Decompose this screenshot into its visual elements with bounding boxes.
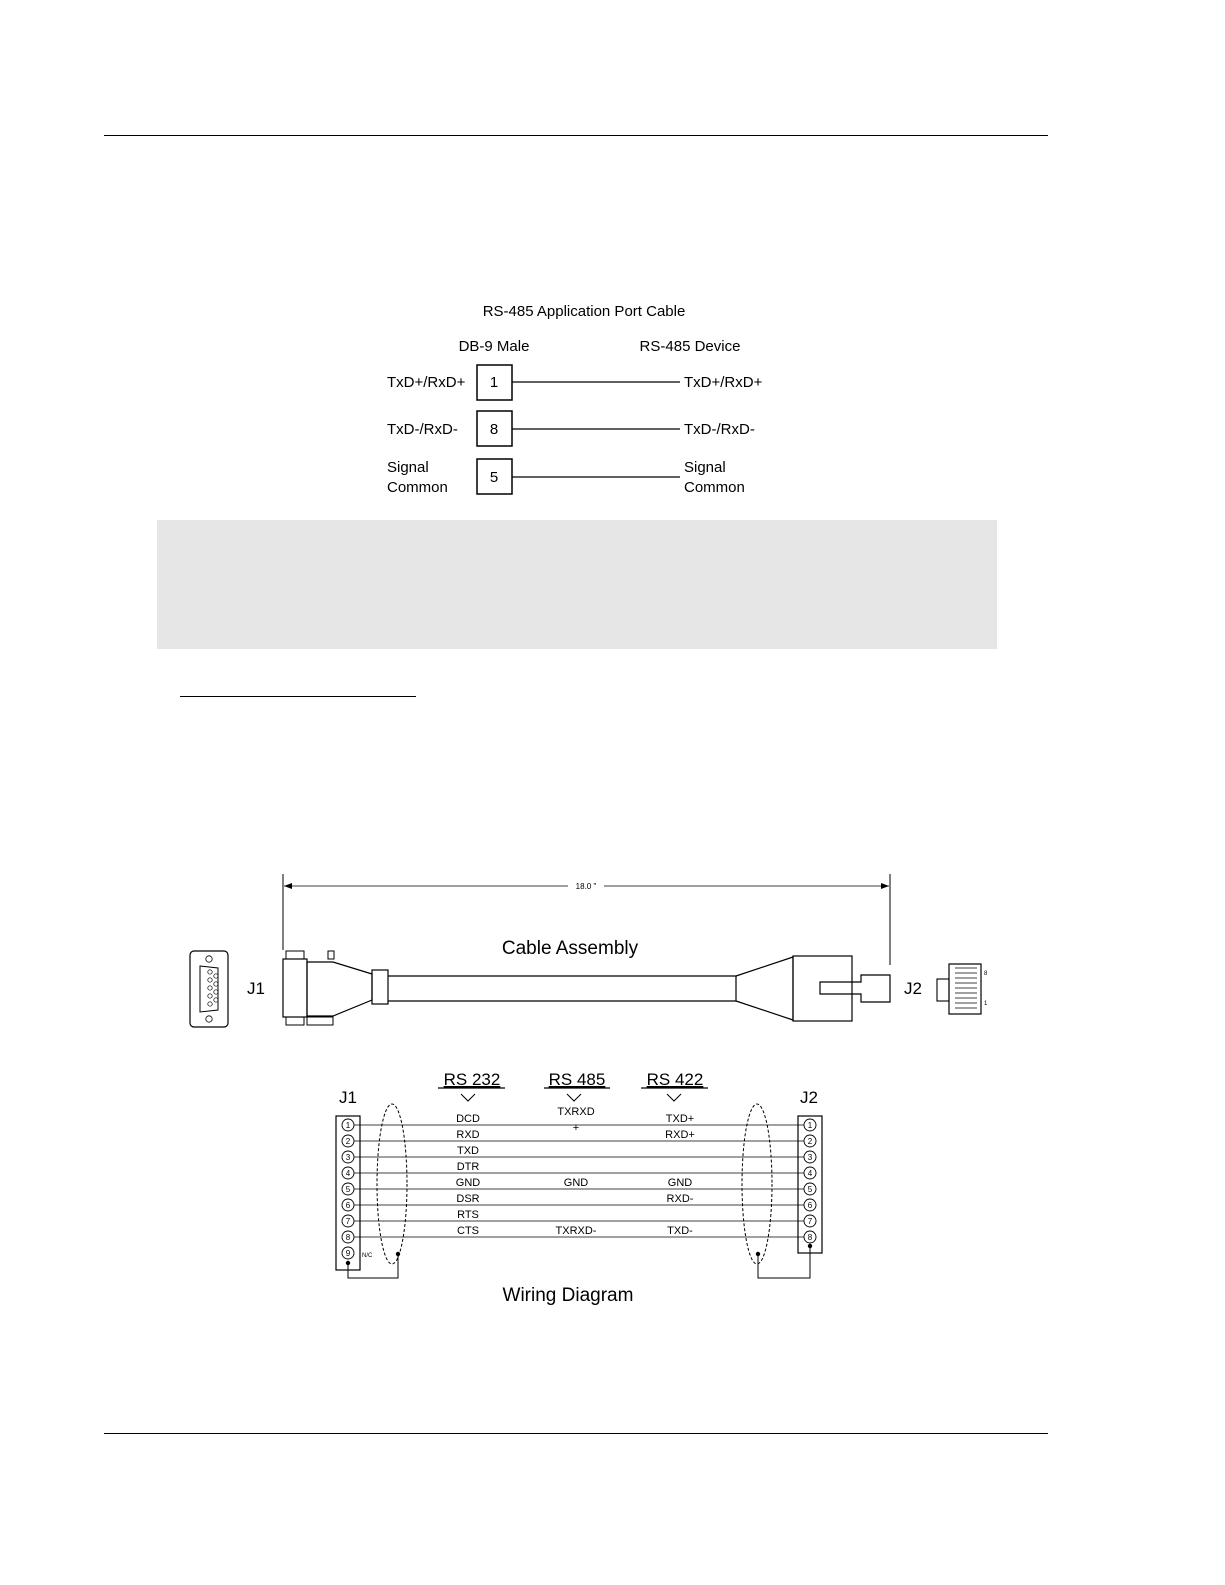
- j1-pin-number: 1: [346, 1121, 351, 1130]
- right-signal-txd-minus: TxD-/RxD-: [684, 421, 755, 438]
- j1-shield-ellipse: [376, 1103, 408, 1265]
- wiring-pins: 1 2 3 4 5 6 7 8 9 1 2 3 4 5 6 7 8 DCD TXRXD + TXD+ RXD RXD+ TXD…: [341, 1106, 817, 1260]
- j1-drain-node: [345, 1260, 351, 1266]
- rs232-signal-label: CTS: [457, 1225, 479, 1237]
- j1-pin-number: 3: [346, 1153, 351, 1162]
- j1-pin-number: 7: [346, 1217, 351, 1226]
- left-signal-txd-plus: TxD+/RxD+: [387, 374, 466, 391]
- pin-number-8: 8: [490, 421, 498, 438]
- j1-pin-number: 9: [346, 1249, 351, 1258]
- j2-pin-number: 6: [808, 1201, 813, 1210]
- left-signal-txd-minus: TxD-/RxD-: [387, 421, 458, 438]
- header-rs422-caret-icon: [666, 1093, 682, 1102]
- header-rs232-caret-icon: [460, 1093, 476, 1102]
- section-heading-underline: [180, 696, 416, 697]
- rs422-signal-label: GND: [668, 1177, 693, 1189]
- rs422-signal-label: TXD-: [667, 1225, 693, 1237]
- rs232-signal-label: GND: [456, 1177, 481, 1189]
- dimension-arrow-right-icon: [881, 883, 889, 889]
- rs232-signal-label: DSR: [456, 1193, 479, 1205]
- rs232-signal-label: DTR: [457, 1161, 480, 1173]
- j1-pin-number: 5: [346, 1185, 351, 1194]
- j2-pin-number: 3: [808, 1153, 813, 1162]
- j1-pin-circle: [341, 1246, 355, 1260]
- wiring-diagram: J1 J2 RS 232 RS 485 RS 422 1 2 3 4 5 6 7 8 9 1 2 3 4…: [335, 1070, 823, 1306]
- rs485-device-header: RS-485 Device: [640, 338, 741, 355]
- pin-number-1: 1: [490, 374, 498, 391]
- j1-pin-number: 6: [346, 1201, 351, 1210]
- wiring-j2-label: J2: [800, 1088, 818, 1107]
- j1-drain-wire: [347, 1254, 399, 1279]
- j2-pin-number: 4: [808, 1169, 813, 1178]
- j2-shield-ellipse: [741, 1103, 773, 1265]
- cable-j1-label: J1: [247, 979, 265, 998]
- j1-pin-number: 2: [346, 1137, 351, 1146]
- cable-assembly-drawing: 18.0 " Cable Assembly J1: [189, 874, 988, 1028]
- j1-pin-number: 8: [346, 1233, 351, 1242]
- wiring-j1-label: J1: [339, 1088, 357, 1107]
- right-signal-common-l2: Common: [684, 479, 745, 496]
- right-signal-txd-plus: TxD+/RxD+: [684, 374, 763, 391]
- j2-pin-number: 8: [808, 1233, 813, 1242]
- rs485-signal-label: GND: [564, 1177, 589, 1189]
- bottom-rule: [104, 1433, 1048, 1434]
- right-signal-common-l1: Signal: [684, 459, 726, 476]
- rj-pin-label-bottom: 1: [984, 1001, 988, 1007]
- rs485-signal-label: TXRXD: [557, 1106, 594, 1118]
- rs485-signal-label: TXRXD-: [556, 1225, 597, 1237]
- cable-body: [388, 975, 737, 1002]
- j1-pin-number: 4: [346, 1169, 351, 1178]
- header-rs485-caret-icon: [566, 1093, 582, 1102]
- rs232-signal-label: RTS: [457, 1209, 479, 1221]
- rs232-signal-label: RXD: [456, 1129, 479, 1141]
- rs422-signal-label: RXD+: [665, 1129, 695, 1141]
- rj-pin-label-top: 8: [984, 971, 988, 977]
- header-rs232: RS 232: [444, 1070, 501, 1089]
- cable-assembly-title: Cable Assembly: [502, 938, 639, 959]
- wiring-diagram-title: Wiring Diagram: [503, 1285, 634, 1306]
- pin-number-5: 5: [490, 469, 498, 486]
- header-rs485: RS 485: [549, 1070, 606, 1089]
- rs422-signal-label: RXD-: [667, 1193, 694, 1205]
- rj45-connector-side-icon: [735, 955, 891, 1022]
- db9-face-view-icon: [189, 950, 229, 1028]
- left-signal-common-l2: Common: [387, 479, 448, 496]
- j2-drain-wire: [757, 1246, 811, 1279]
- j2-shield-node: [755, 1251, 761, 1257]
- db9-connector-side-icon: [282, 950, 389, 1026]
- rj45-face-view-icon: [936, 963, 982, 1015]
- note-box: [157, 520, 997, 649]
- rs485-port-cable-diagram: RS-485 Application Port Cable DB-9 Male …: [387, 303, 763, 496]
- j2-pin-number: 1: [808, 1121, 813, 1130]
- j2-pin-number: 2: [808, 1137, 813, 1146]
- cable-j2-label: J2: [904, 979, 922, 998]
- j2-pin-number: 7: [808, 1217, 813, 1226]
- j2-pin-number: 5: [808, 1185, 813, 1194]
- nc-label: N/C: [362, 1253, 373, 1259]
- rs232-signal-label: TXD: [457, 1145, 479, 1157]
- rs232-signal-label: DCD: [456, 1113, 480, 1125]
- j1-shield-node: [395, 1251, 401, 1257]
- rs485-cable-title: RS-485 Application Port Cable: [483, 303, 686, 320]
- rs422-signal-label: TXD+: [666, 1113, 694, 1125]
- j2-drain-node: [807, 1243, 813, 1249]
- header-rs422: RS 422: [647, 1070, 704, 1089]
- top-rule: [104, 135, 1048, 136]
- left-signal-common-l1: Signal: [387, 459, 429, 476]
- db9-header: DB-9 Male: [459, 338, 530, 355]
- dimension-arrow-left-icon: [284, 883, 292, 889]
- cable-length-label: 18.0 ": [576, 882, 597, 891]
- rs485-signal-sign: +: [573, 1122, 579, 1134]
